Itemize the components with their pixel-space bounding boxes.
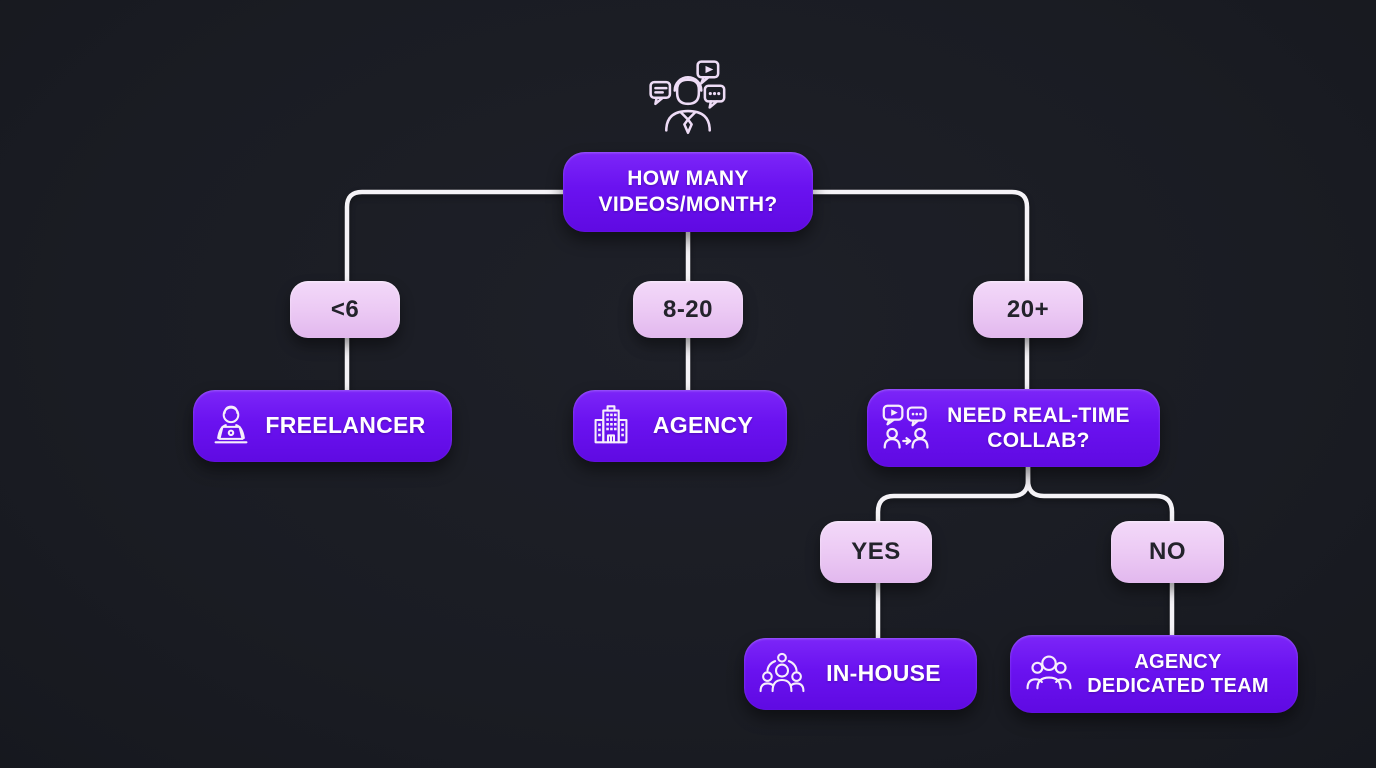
node-condition-20-plus: 20+: [973, 281, 1083, 338]
collab-chat-people-icon: [881, 402, 933, 454]
node-condition-8-20: 8-20: [633, 281, 743, 338]
consultant-speech-bubbles-icon: [644, 58, 732, 140]
node-result-freelancer: FREELANCER: [193, 390, 452, 462]
freelancer-laptop-icon: [207, 402, 255, 450]
connected-team-icon: [758, 650, 806, 698]
node-root-question: HOW MANY VIDEOS/MONTH?: [563, 152, 813, 232]
edge-root-to-20plus: [810, 189, 1030, 393]
node-question-collab: NEED REAL-TIME COLLAB?: [867, 389, 1160, 467]
edge-root-to-lt6: [344, 189, 566, 393]
result-label: FREELANCER: [265, 412, 426, 439]
question-label: NEED REAL-TIME COLLAB?: [947, 403, 1130, 452]
root-question-label: HOW MANY VIDEOS/MONTH?: [598, 166, 778, 216]
node-result-inhouse: IN-HOUSE: [744, 638, 977, 710]
result-label: IN-HOUSE: [826, 660, 941, 687]
node-result-agency-dedicated-team: AGENCY DEDICATED TEAM: [1010, 635, 1298, 713]
node-condition-under-6: <6: [290, 281, 400, 338]
edge-collab-to-no: [1025, 463, 1175, 639]
condition-label: 8-20: [662, 295, 714, 323]
condition-label: YES: [851, 538, 901, 565]
node-condition-yes: YES: [820, 521, 932, 583]
people-group-icon: [1024, 649, 1074, 699]
result-label: AGENCY DEDICATED TEAM: [1087, 651, 1269, 697]
office-building-icon: [587, 402, 635, 450]
node-result-agency: AGENCY: [573, 390, 787, 462]
condition-label: <6: [330, 295, 360, 323]
condition-label: NO: [1149, 538, 1186, 565]
condition-label: 20+: [1006, 295, 1050, 323]
result-label: AGENCY: [652, 412, 754, 439]
node-condition-no: NO: [1111, 521, 1224, 583]
